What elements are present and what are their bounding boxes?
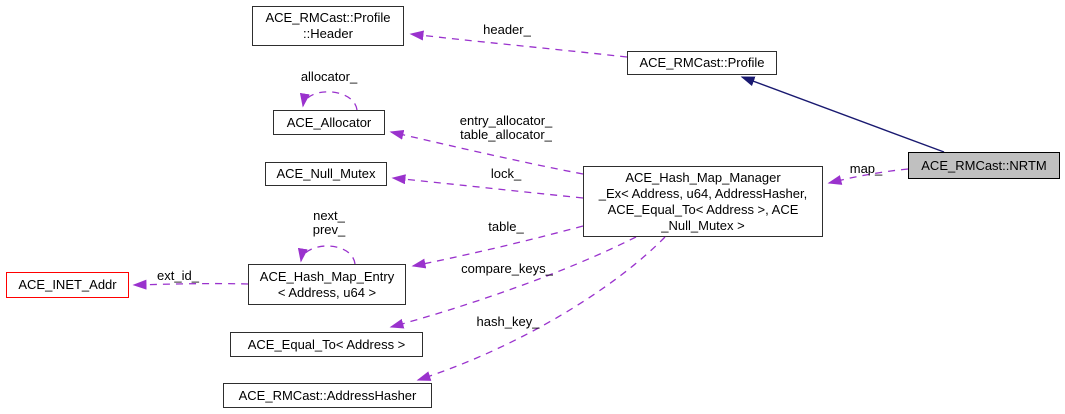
edge-label-entry-table-allocator: entry_allocator_ table_allocator_ <box>459 113 553 142</box>
edge-allocator-self-loop <box>299 91 358 111</box>
edge-entry-self-loop <box>297 245 356 265</box>
edge-inheritance-arrow <box>740 76 945 153</box>
node-allocator[interactable]: ACE_Allocator <box>273 110 385 135</box>
edge-label-table: table_ <box>488 219 524 234</box>
edge-map-arrow <box>827 168 909 185</box>
node-inet-addr[interactable]: ACE_INET_Addr <box>6 272 129 298</box>
edge-label-map: map_ <box>849 161 883 176</box>
edge-compare-keys-arrow <box>389 236 637 329</box>
edge-label-hash-key: hash_key_ <box>476 314 540 329</box>
node-equal-to[interactable]: ACE_Equal_To< Address > <box>230 332 423 357</box>
edge-table-arrow <box>411 225 584 269</box>
edge-lock-arrow <box>391 174 584 199</box>
edge-label-lock: lock_ <box>490 166 522 181</box>
edge-entry-table-allocator-arrow <box>389 129 584 175</box>
node-address-hasher[interactable]: ACE_RMCast::AddressHasher <box>223 383 432 408</box>
edge-header-arrow <box>409 30 628 58</box>
edge-hash-key-arrow <box>416 236 666 381</box>
edge-label-next-prev: next_ prev_ <box>312 208 346 237</box>
node-nrtm: ACE_RMCast::NRTM <box>908 152 1060 179</box>
node-profile[interactable]: ACE_RMCast::Profile <box>627 51 777 75</box>
edge-ext-id-arrow <box>132 279 249 290</box>
edge-label-allocator-self: allocator_ <box>300 69 358 84</box>
edge-label-ext-id: ext_id_ <box>157 268 199 283</box>
node-profile-header[interactable]: ACE_RMCast::Profile ::Header <box>252 6 404 46</box>
node-hash-map-manager[interactable]: ACE_Hash_Map_Manager _Ex< Address, u64, … <box>583 166 823 237</box>
edge-label-compare-keys: compare_keys_ <box>461 261 553 276</box>
edge-label-header: header_ <box>483 22 531 37</box>
node-hash-map-entry[interactable]: ACE_Hash_Map_Entry < Address, u64 > <box>248 264 406 305</box>
node-null-mutex[interactable]: ACE_Null_Mutex <box>265 162 387 186</box>
